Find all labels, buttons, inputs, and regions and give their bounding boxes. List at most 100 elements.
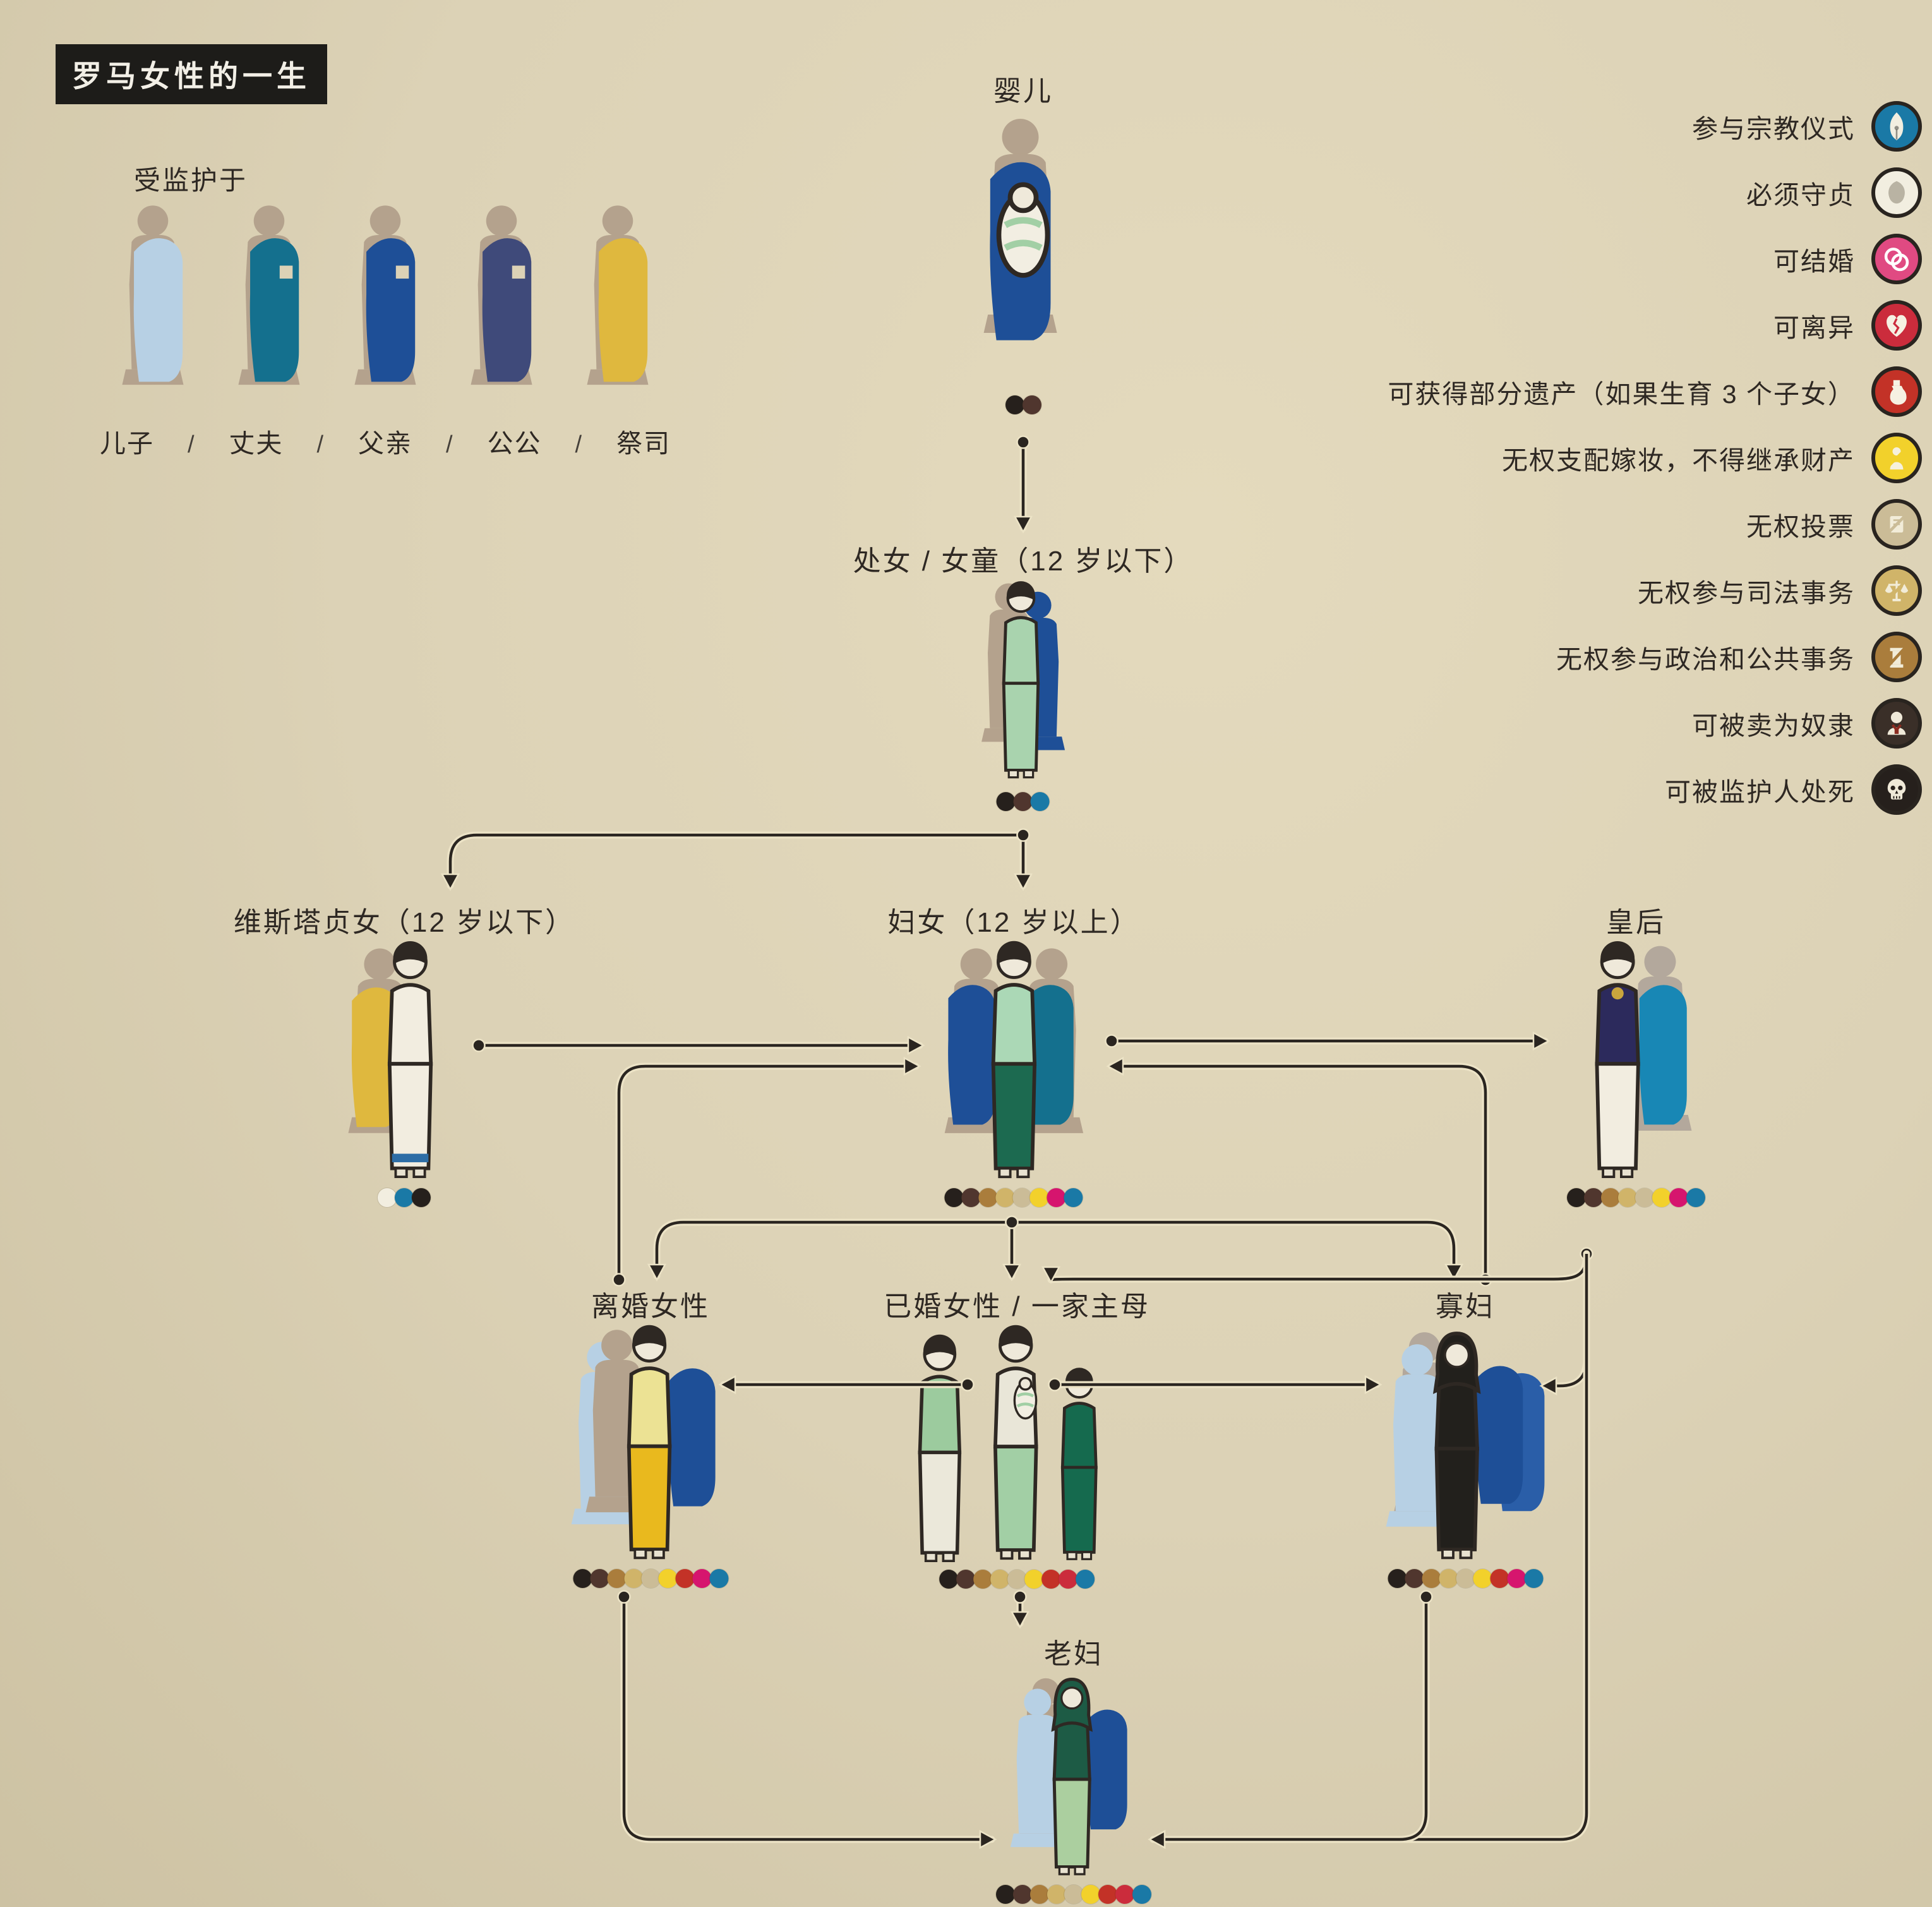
figure-infant [932,106,1115,388]
right-dot-religion [1031,792,1050,811]
legend-label: 可结婚 [1773,247,1855,276]
right-dot-slave [1014,792,1033,811]
guardian-figure-0 [100,200,206,412]
broken-heart-icon [1871,300,1922,351]
node-label: 婴儿 [993,76,1053,107]
node-label: 妇女（12 岁以上） [887,907,1140,938]
legend-row-9: 可被卖为奴隶 [1692,698,1922,749]
right-dot-vote [1456,1569,1475,1588]
guardian-figure-2 [332,200,438,412]
right-dot-vote [1007,1570,1026,1589]
right-dot-religion [1064,1188,1083,1207]
no-justice-icon [1871,565,1922,616]
legend-row-4: 可获得部分遗产（如果生育 3 个子女） [1388,366,1922,417]
guardian-figure-3 [448,200,555,412]
edge-woman-to-widow [1005,1215,1464,1282]
right-dot-marry [1507,1569,1526,1588]
right-dot-slave [961,1188,981,1207]
right-dot-marry [1669,1188,1688,1207]
right-dot-inherit [1098,1885,1117,1904]
guardian-separator: / [445,431,454,458]
node-label: 离婚女性 [591,1291,710,1322]
guardian-separator: / [316,431,325,458]
right-dot-justice [990,1570,1009,1589]
guardian-separator: / [187,431,196,458]
figure-vestal [325,937,483,1181]
right-dot-slave [956,1570,975,1589]
leaf-icon [1871,167,1922,218]
figure-widow [1376,1321,1556,1561]
node-divorced: 离婚女性 [561,1284,741,1588]
right-dot-inherit [675,1569,694,1588]
right-dot-politics [1422,1569,1441,1588]
rings-icon [1871,234,1922,284]
no-politics-icon [1871,632,1922,682]
guardian-separator: / [575,431,584,458]
legend-label: 参与宗教仪式 [1692,114,1855,143]
right-dot-justice [1617,1188,1637,1207]
right-dot-justice [624,1569,643,1588]
guardian-label: 公公 [487,429,542,458]
right-dot-dowry [1473,1569,1492,1588]
right-dot-slave [590,1569,609,1588]
node-empress: 皇后 [1557,899,1715,1207]
right-dot-marry [1047,1188,1066,1207]
right-dot-dowry [1081,1885,1100,1904]
edge-widow-to-woman [1106,1056,1492,1287]
figure-empress [1557,937,1715,1181]
legend-label: 必须守贞 [1746,181,1855,210]
right-dot-death [1388,1569,1407,1588]
right-dot-slave [1013,1885,1032,1904]
guardianship-heading: 受监护于 [134,165,248,195]
rights-dots [1566,1188,1705,1207]
rights-legend: 参与宗教仪式必须守贞可结婚可离异可获得部分遗产（如果生育 3 个子女）无权支配嫁… [1388,101,1922,815]
rights-dots [997,792,1050,811]
figure-girl [956,576,1091,785]
legend-label: 可被卖为奴隶 [1692,711,1855,740]
node-label: 老妇 [1044,1639,1103,1669]
skull-icon [1871,764,1922,815]
right-dot-marry [692,1569,711,1588]
edge-divorced-to-old [617,1590,997,1850]
node-label: 维斯塔贞女（12 岁以下） [233,907,575,938]
legend-row-3: 可离异 [1773,300,1922,351]
edge-woman-to-divorced [647,1215,1019,1282]
edge-woman-to-married [1002,1215,1022,1282]
guardian-label: 祭司 [616,429,671,458]
figure-old-woman [1001,1669,1147,1877]
edge-divorced-to-woman [612,1056,921,1287]
node-vestal: 维斯塔贞女（12 岁以下） [234,899,575,1207]
right-dot-vote [1012,1188,1032,1207]
rights-dots [939,1570,1095,1589]
right-dot-religion [1132,1885,1151,1904]
rights-dots [1388,1569,1543,1588]
pen-nib-icon [1871,101,1922,152]
right-dot-vote [1635,1188,1654,1207]
node-married: 已婚女性 / 一家主母 [884,1284,1150,1589]
node-woman: 妇女（12 岁以上） [887,899,1139,1207]
figure-woman [928,937,1099,1181]
legend-row-6: 无权投票 [1746,499,1922,550]
legend-label: 无权参与司法事务 [1638,579,1855,608]
node-label: 处女 / 女童（12 岁以下） [853,546,1194,577]
money-bag-icon [1871,366,1922,417]
right-dot-divorce [1115,1885,1134,1904]
right-dot-death [939,1570,958,1589]
right-dot-dowry [1029,1188,1049,1207]
right-dot-politics [978,1188,998,1207]
edge-married-to-old [1010,1590,1030,1629]
right-dot-slave [1022,395,1041,414]
edge-widow-to-old [1148,1590,1433,1850]
edge-girl-to-vestal [440,828,1030,891]
right-dot-religion [709,1569,728,1588]
guardian-figures [100,200,671,412]
rights-dots [573,1569,728,1588]
right-dot-religion [1076,1570,1095,1589]
right-dot-vote [1064,1885,1083,1904]
node-infant: 婴儿 [932,68,1115,414]
right-dot-politics [1030,1885,1049,1904]
right-dot-slave [1405,1569,1424,1588]
guardian-figure-4 [565,200,671,412]
figure-divorced [561,1321,741,1561]
legend-label: 可被监护人处死 [1665,778,1855,807]
